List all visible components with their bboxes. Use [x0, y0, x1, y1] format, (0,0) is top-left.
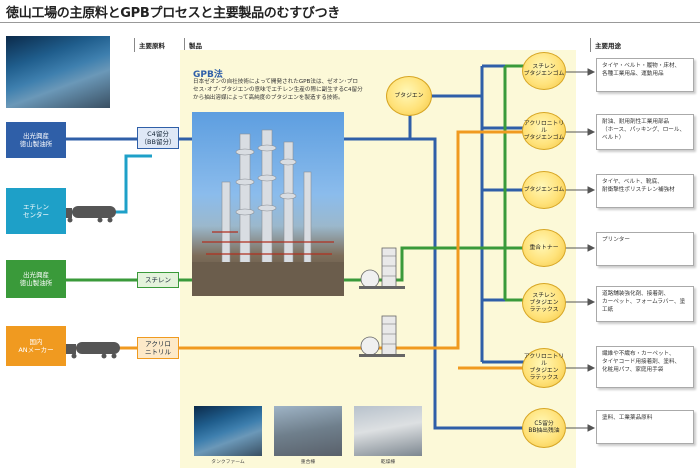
product-toner: 重合トナー: [522, 229, 566, 267]
use-sbr: タイヤ・ベルト・履物・床材、 各種工業用品、運動用品: [596, 58, 694, 92]
use-sb-latex: 道路舗装強化剤、接着剤、 カーペット、フォームラバー、塗工紙: [596, 286, 694, 322]
product-sbr: スチレン ブタジエンゴム: [522, 52, 566, 90]
caption-polymerization: 重合棟: [300, 460, 316, 465]
page-title: 徳山工場の主原料とGPBプロセスと主要製品のむすびつき: [6, 6, 341, 21]
raw-styrene: スチレン: [137, 272, 179, 288]
product-nb-latex: アクリロニトリル ブタジエン ラテックス: [522, 348, 566, 388]
tanker-truck-an: [66, 342, 120, 359]
use-br: タイヤ、ベルト、靴底、 耐衝撃性ポリスチレン補強材: [596, 174, 694, 208]
gpb-description: 日本ゼオンの自社技術によって開発されたGPB法は、ゼオン･プロセス･オブ･ブタジ…: [193, 79, 363, 101]
source-an-maker: 国内 ANメーカー: [6, 326, 66, 366]
photo-polymerization: [274, 406, 342, 456]
product-nbr: アクリロニトリル ブタジエンゴム: [522, 112, 566, 150]
distillation-tower-illustration: [192, 129, 344, 296]
aerial-photo: [6, 36, 110, 108]
photo-drying: [354, 406, 422, 456]
raw-acrylonitrile: アクリロ ニトリル: [137, 337, 179, 359]
line-ethylene: [66, 154, 152, 214]
line-acrylonitrile-main: [179, 130, 524, 350]
use-nb-latex: 繊維や不織布・カーペット、 タイヤコード用接着剤、塗料、 化粧用パフ、家庭用手袋: [596, 346, 694, 388]
product-c5-fraction: C5留分 BB抽出残油: [522, 408, 566, 448]
line-bd-branches: [482, 64, 524, 364]
product-br: ブタジエンゴム: [522, 171, 566, 209]
storage-tank-styrene: [359, 247, 405, 289]
butadiene-node: ブタジエン: [386, 76, 432, 116]
header-uses: 主要用途: [590, 38, 625, 52]
gpb-plant-photo: [192, 112, 344, 296]
use-toner: プリンター: [596, 232, 694, 266]
header-raw-materials: 主要原料: [134, 38, 169, 52]
title-divider: [0, 22, 700, 23]
line-st-branches: [505, 64, 524, 302]
caption-drying: 乾燥棟: [380, 460, 396, 465]
use-nbr: 耐油、耐用剤性工業用部品 （ホース、パッキング、ロール、ベルト）: [596, 114, 694, 150]
header-products: 製品: [184, 38, 206, 52]
product-sb-latex: スチレン ブタジエン ラテックス: [522, 283, 566, 323]
source-idemitsu-refinery-2: 出光興産 徳山製油所: [6, 260, 66, 298]
source-idemitsu-refinery-1: 出光興産 徳山製油所: [6, 122, 66, 158]
use-c5: 塗料、工業薬品原料: [596, 410, 694, 444]
raw-c4-fraction: C4留分 （BB留分）: [137, 127, 179, 149]
tanker-truck-ethylene: [62, 206, 116, 223]
photo-tank-farm: [194, 406, 262, 456]
caption-tank-farm: タンクファーム: [211, 460, 245, 465]
gpb-title: GPB法: [193, 70, 223, 80]
storage-tank-acrylonitrile: [359, 315, 405, 357]
source-ethylene-center: エチレン センター: [6, 188, 66, 234]
